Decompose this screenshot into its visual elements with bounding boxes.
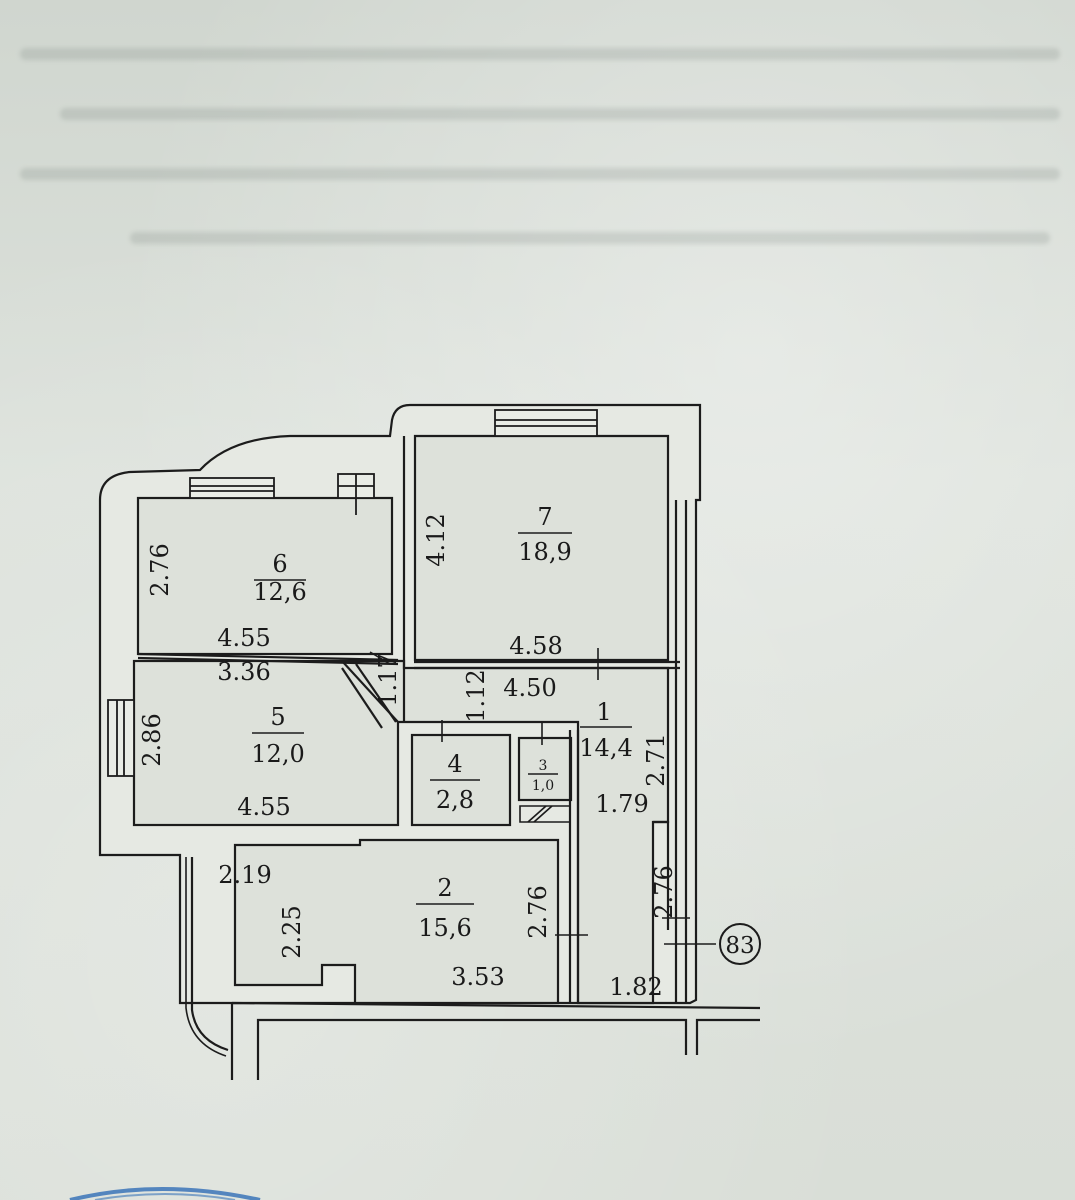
window-room-5 xyxy=(107,699,135,777)
room-6-area-label: 12,6 xyxy=(253,578,306,606)
room-6-area xyxy=(136,496,394,656)
dim-corridor-height-a: 1.12 xyxy=(462,669,490,722)
axis-marker-label: 83 xyxy=(725,933,754,959)
dim-hall-lower-width: 1.82 xyxy=(609,973,662,1001)
room-5-number: 5 xyxy=(270,703,285,731)
dim-hall-height: 2.71 xyxy=(642,733,670,786)
dim-r5-bottom-width: 4.55 xyxy=(237,793,290,821)
dimension-labels: 2.76 4.55 3.36 2.86 4.55 4.12 4.58 4.50 … xyxy=(138,513,678,1001)
window-room-6 xyxy=(189,477,275,499)
room-7-number: 7 xyxy=(537,503,552,531)
room-4-area-label: 2,8 xyxy=(436,786,474,814)
balcony xyxy=(190,857,229,1052)
room-6-number: 6 xyxy=(272,550,287,578)
room-7-area-label: 18,9 xyxy=(518,538,571,566)
dim-r6-width: 4.55 xyxy=(217,624,270,652)
stamp-fragment xyxy=(69,1187,261,1200)
dim-balcony-width: 2.19 xyxy=(218,861,271,889)
dim-corridor-height-b: 1.17 xyxy=(374,653,402,706)
room-2-area-label: 15,6 xyxy=(418,914,471,942)
dim-r7-width: 4.58 xyxy=(509,632,562,660)
dim-r7-height: 4.12 xyxy=(422,513,450,566)
windows xyxy=(107,409,598,777)
room-1-area-label: 14,4 xyxy=(579,734,632,762)
dim-r5-height: 2.86 xyxy=(138,713,166,766)
lower-wall xyxy=(230,1001,761,1080)
partitions xyxy=(137,436,688,1003)
room-5-area-label: 12,0 xyxy=(251,740,304,768)
room-2-number: 2 xyxy=(437,874,452,902)
dim-balcony-height: 2.25 xyxy=(278,905,306,958)
room-2-area xyxy=(233,838,560,1005)
dim-hall-width: 1.79 xyxy=(595,790,648,818)
room-4-number: 4 xyxy=(447,750,462,778)
dim-r6-height: 2.76 xyxy=(146,543,174,596)
dimension-ticks xyxy=(369,648,716,945)
room-3-number: 3 xyxy=(539,758,548,774)
dim-r2-height: 2.76 xyxy=(524,885,552,938)
window-room-7 xyxy=(494,409,598,437)
dim-r2-width: 3.53 xyxy=(451,963,504,991)
room-labels: 7 18,9 6 12,6 5 12,0 1 14,4 4 2,8 3 1,0 … xyxy=(251,503,632,942)
dim-hall-lower-height: 2.76 xyxy=(650,865,678,918)
dim-corridor-width: 4.50 xyxy=(503,674,556,702)
axis-marker: 83 xyxy=(719,923,761,965)
dim-r5-top-width: 3.36 xyxy=(217,658,270,686)
room-3-area-label: 1,0 xyxy=(532,778,554,794)
room-1-number: 1 xyxy=(596,698,611,726)
room-areas xyxy=(132,434,670,1005)
